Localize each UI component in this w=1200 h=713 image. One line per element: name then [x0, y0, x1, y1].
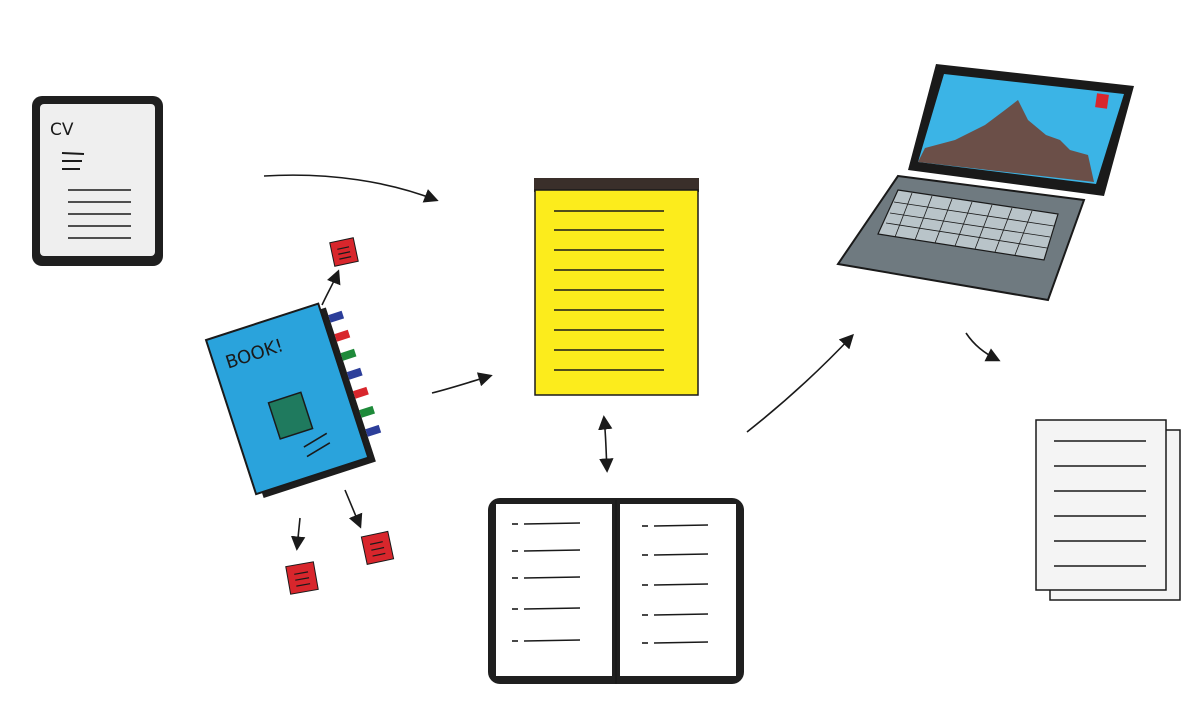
arrow-pad-notebook-bidirectional [598, 415, 614, 473]
arrow-notebook-to-laptop [746, 333, 854, 433]
arrow-laptop-to-papers [965, 332, 1001, 362]
arrow-book-to-sticky-top [321, 269, 341, 306]
open-notebook [488, 498, 744, 684]
cv-document: CV [32, 96, 163, 266]
arrow-cv-to-pad [263, 174, 439, 203]
arrow-book-to-sticky-left [290, 517, 306, 551]
sticky-note-bottom-right [360, 530, 395, 565]
paper-stack [1035, 419, 1181, 601]
laptop [836, 64, 1134, 302]
cv-label: CV [50, 120, 74, 140]
arrow-book-to-pad [431, 372, 493, 394]
legal-pad [534, 178, 699, 396]
book: BOOK! [204, 302, 382, 498]
sticky-note-top [329, 237, 359, 267]
arrow-book-to-sticky-right [344, 489, 363, 529]
sticky-note-bottom-left [285, 561, 319, 595]
